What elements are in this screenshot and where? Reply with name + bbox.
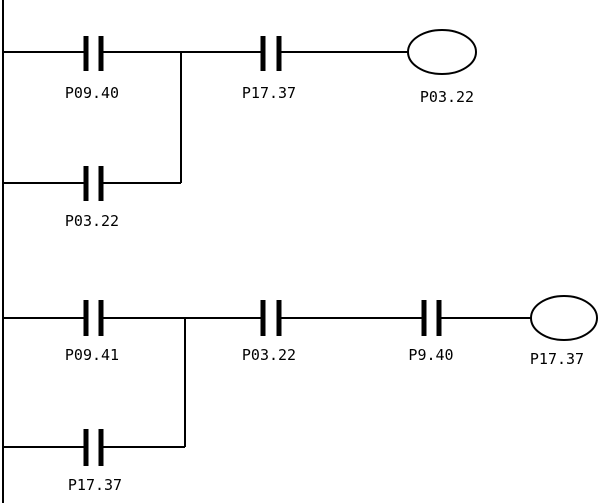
contact-label: P17.37 <box>242 84 296 102</box>
rung-2-parallel-branch: P17.37 <box>3 318 186 494</box>
rung-2-contact-1: P09.41 <box>60 300 127 364</box>
coil-label: P17.37 <box>530 350 584 368</box>
rung-2-contact-3: P9.40 <box>398 300 466 364</box>
contact-label: P17.37 <box>68 476 122 494</box>
contact-label: P03.22 <box>242 346 296 364</box>
rung-1-coil: P03.22 <box>407 29 477 106</box>
contact-label: P9.40 <box>408 346 453 364</box>
rung-2: P09.41 P03.22 P9.40 P17.37 <box>3 295 598 494</box>
rung-1-parallel-branch: P03.22 <box>3 52 182 230</box>
contact-label: P09.41 <box>65 346 119 364</box>
rung-1-parallel-contact: P03.22 <box>60 166 127 230</box>
rung-2-coil: P17.37 <box>530 295 598 368</box>
rung-2-parallel-contact: P17.37 <box>60 429 127 494</box>
contact-label: P03.22 <box>65 212 119 230</box>
coil-label: P03.22 <box>420 88 474 106</box>
rung-1-contact-1: P09.40 <box>60 36 127 102</box>
rung-2-contact-2: P03.22 <box>237 300 305 364</box>
rung-1: P09.40 P17.37 P03.22 P03.22 <box>3 29 477 230</box>
rung-1-contact-2: P17.37 <box>237 36 305 102</box>
contact-label: P09.40 <box>65 84 119 102</box>
